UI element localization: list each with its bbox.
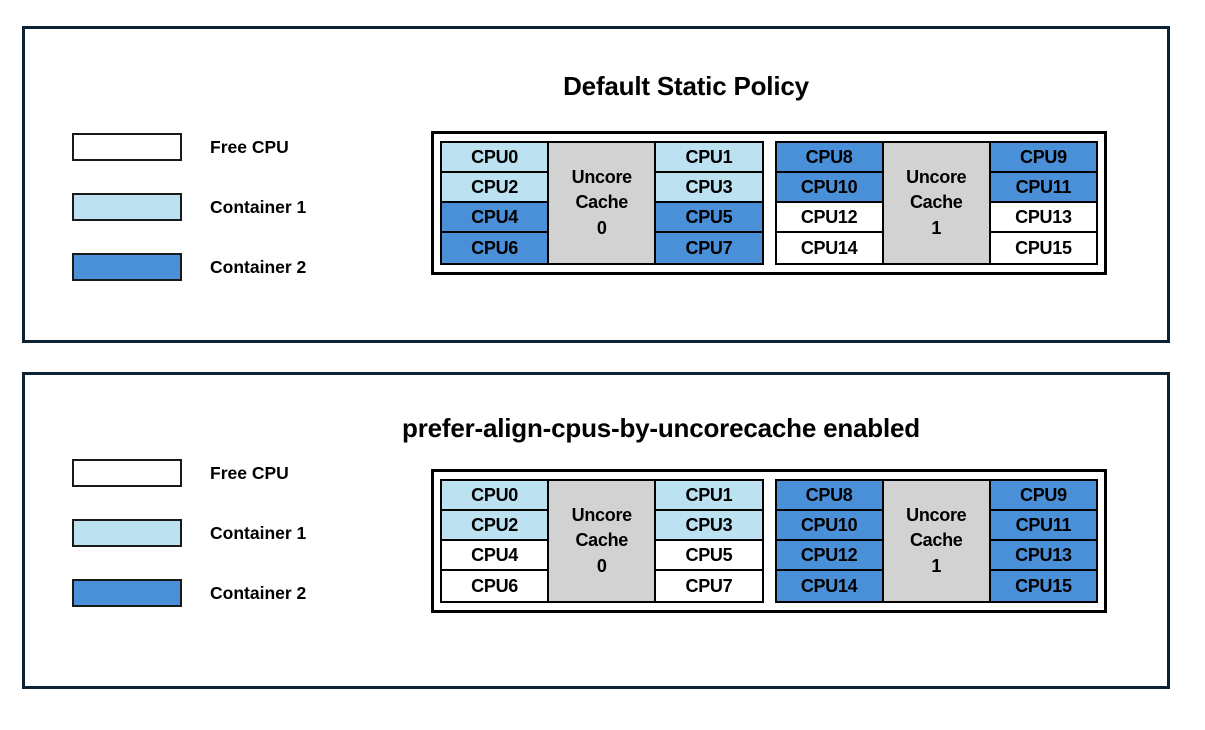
cache-label-line-1: Uncore xyxy=(906,504,967,525)
cpu-cell: CPU11 xyxy=(990,511,1097,541)
cpu-cell: CPU15 xyxy=(990,571,1097,601)
socket-uncore-cache-0: CPU0 CPU2 CPU4 CPU6 Uncore Cache 0 CPU1 … xyxy=(440,141,764,265)
cpu-cell: CPU2 xyxy=(442,511,548,541)
cache-label-line-2: Cache xyxy=(575,192,629,213)
cpu-column-left: CPU8 CPU10 CPU12 CPU14 xyxy=(776,481,882,601)
cpu-cell: CPU5 xyxy=(656,541,762,571)
cpu-cell: CPU1 xyxy=(656,143,762,173)
cpu-column-right: CPU9 CPU11 CPU13 CPU15 xyxy=(990,143,1097,263)
cpu-cell: CPU10 xyxy=(776,511,882,541)
cpu-column-left: CPU0 CPU2 CPU4 CPU6 xyxy=(442,481,548,601)
socket-uncore-cache-0: CPU0 CPU2 CPU4 CPU6 Uncore Cache 0 CPU1 … xyxy=(440,479,764,603)
cpu-cell: CPU3 xyxy=(656,511,762,541)
legend-item-container-1: Container 1 xyxy=(72,519,306,547)
legend: Free CPU Container 1 Container 2 xyxy=(72,459,306,639)
legend-label-free-cpu: Free CPU xyxy=(210,136,289,157)
legend-swatch-free-cpu xyxy=(72,459,182,487)
legend: Free CPU Container 1 Container 2 xyxy=(72,133,306,313)
cpu-cell: CPU3 xyxy=(656,173,762,203)
uncore-cache-block: Uncore Cache 1 xyxy=(881,481,991,601)
cache-label-line-2: Cache xyxy=(575,530,629,551)
legend-item-container-1: Container 1 xyxy=(72,193,306,221)
legend-label-container-1: Container 1 xyxy=(210,522,307,543)
legend-label-free-cpu: Free CPU xyxy=(210,462,289,483)
cpu-cell: CPU9 xyxy=(990,143,1097,173)
legend-swatch-container-1 xyxy=(72,193,182,221)
cpu-cell: CPU12 xyxy=(776,203,882,233)
cpu-cell: CPU1 xyxy=(656,481,762,511)
cache-label-line-1: Uncore xyxy=(906,166,967,187)
panel-prefer-align-cpus-by-uncorecache: prefer-align-cpus-by-uncorecache enabled… xyxy=(22,372,1170,689)
uncore-cache-block: Uncore Cache 0 xyxy=(547,481,657,601)
cpu-cell: CPU12 xyxy=(776,541,882,571)
cpu-cell: CPU0 xyxy=(442,481,548,511)
cpu-column-left: CPU0 CPU2 CPU4 CPU6 xyxy=(442,143,548,263)
cache-label-index: 0 xyxy=(596,217,607,238)
legend-item-free-cpu: Free CPU xyxy=(72,459,306,487)
cache-label-line-2: Cache xyxy=(909,530,963,551)
legend-swatch-container-2 xyxy=(72,253,182,281)
cpu-cell: CPU8 xyxy=(776,481,882,511)
cache-label-line-1: Uncore xyxy=(571,166,633,187)
cache-label-line-2: Cache xyxy=(909,192,963,213)
cache-label-index: 0 xyxy=(596,555,607,576)
legend-label-container-1: Container 1 xyxy=(210,196,307,217)
legend-item-free-cpu: Free CPU xyxy=(72,133,306,161)
cpu-column-left: CPU8 CPU10 CPU12 CPU14 xyxy=(776,143,882,263)
socket-uncore-cache-1: CPU8 CPU10 CPU12 CPU14 Uncore Cache 1 CP… xyxy=(774,141,1098,265)
cpu-cell: CPU8 xyxy=(776,143,882,173)
cpu-cell: CPU6 xyxy=(442,571,548,601)
cpu-cell: CPU7 xyxy=(656,233,762,263)
panel-title: Default Static Policy xyxy=(563,71,809,101)
cpu-cell: CPU2 xyxy=(442,173,548,203)
uncore-cache-block: Uncore Cache 0 xyxy=(547,143,657,263)
legend-item-container-2: Container 2 xyxy=(72,579,306,607)
cpu-column-right: CPU1 CPU3 CPU5 CPU7 xyxy=(656,143,762,263)
cpu-column-right: CPU1 CPU3 CPU5 CPU7 xyxy=(656,481,762,601)
panel-title: prefer-align-cpus-by-uncorecache enabled xyxy=(402,413,920,443)
legend-swatch-free-cpu xyxy=(72,133,182,161)
legend-item-container-2: Container 2 xyxy=(72,253,306,281)
cpu-cell: CPU6 xyxy=(442,233,548,263)
cpu-cell: CPU4 xyxy=(442,541,548,571)
uncore-cache-block: Uncore Cache 1 xyxy=(881,143,991,263)
cpu-cell: CPU11 xyxy=(990,173,1097,203)
cpu-topology-diagram: CPU0 CPU2 CPU4 CPU6 Uncore Cache 0 CPU1 … xyxy=(431,469,1107,613)
cpu-cell: CPU14 xyxy=(776,571,882,601)
panel-default-static-policy: Default Static Policy Free CPU Container… xyxy=(22,26,1170,343)
legend-swatch-container-2 xyxy=(72,579,182,607)
cpu-cell: CPU7 xyxy=(656,571,762,601)
cache-label-index: 1 xyxy=(931,555,942,576)
cpu-cell: CPU13 xyxy=(990,203,1097,233)
socket-uncore-cache-1: CPU8 CPU10 CPU12 CPU14 Uncore Cache 1 CP… xyxy=(774,479,1098,603)
cache-label-line-1: Uncore xyxy=(571,504,633,525)
cpu-cell: CPU13 xyxy=(990,541,1097,571)
cpu-topology-diagram: CPU0 CPU2 CPU4 CPU6 Uncore Cache 0 CPU1 … xyxy=(431,131,1107,275)
legend-swatch-container-1 xyxy=(72,519,182,547)
cpu-cell: CPU4 xyxy=(442,203,548,233)
cache-label-index: 1 xyxy=(931,217,942,238)
legend-label-container-2: Container 2 xyxy=(210,582,307,603)
cpu-column-right: CPU9 CPU11 CPU13 CPU15 xyxy=(990,481,1097,601)
cpu-cell: CPU15 xyxy=(990,233,1097,263)
legend-label-container-2: Container 2 xyxy=(210,256,307,277)
cpu-cell: CPU14 xyxy=(776,233,882,263)
cpu-cell: CPU9 xyxy=(990,481,1097,511)
cpu-cell: CPU10 xyxy=(776,173,882,203)
cpu-cell: CPU0 xyxy=(442,143,548,173)
cpu-cell: CPU5 xyxy=(656,203,762,233)
